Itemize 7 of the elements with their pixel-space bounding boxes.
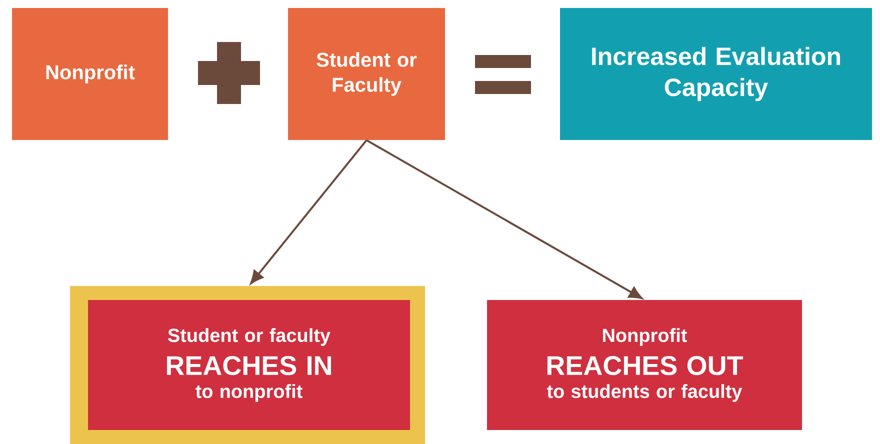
text-box: Nonprofit REACHES OUT to students or faculty (487, 300, 802, 430)
text-box: Student or faculty REACHES IN to nonprofit (70, 286, 425, 444)
text-box: Student or Faculty (288, 8, 445, 140)
arrow (250, 140, 368, 284)
text-box: Nonprofit (12, 8, 168, 140)
text-box: Increased Evaluation Capacity (560, 8, 872, 140)
arrow (366, 139, 642, 300)
